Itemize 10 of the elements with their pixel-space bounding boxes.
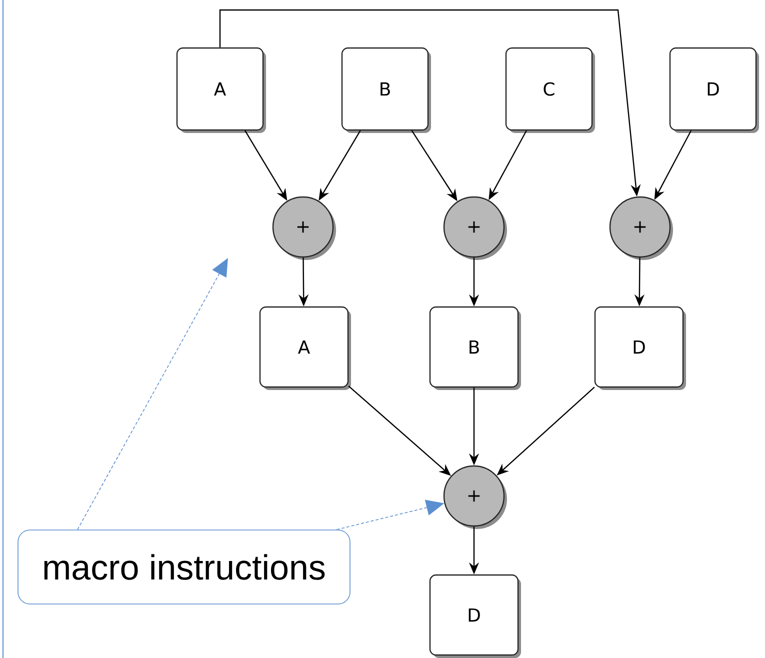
process-box: B	[341, 47, 431, 133]
process-box: B	[429, 306, 521, 390]
process-box: D	[594, 306, 686, 390]
process-box: A	[176, 47, 266, 133]
process-box: D	[669, 47, 760, 133]
leader-line	[77, 258, 228, 530]
process-box: A	[259, 306, 351, 390]
process-box: C	[505, 47, 595, 133]
process-box: D	[429, 574, 521, 658]
callout-box: macro instructions	[18, 530, 350, 604]
